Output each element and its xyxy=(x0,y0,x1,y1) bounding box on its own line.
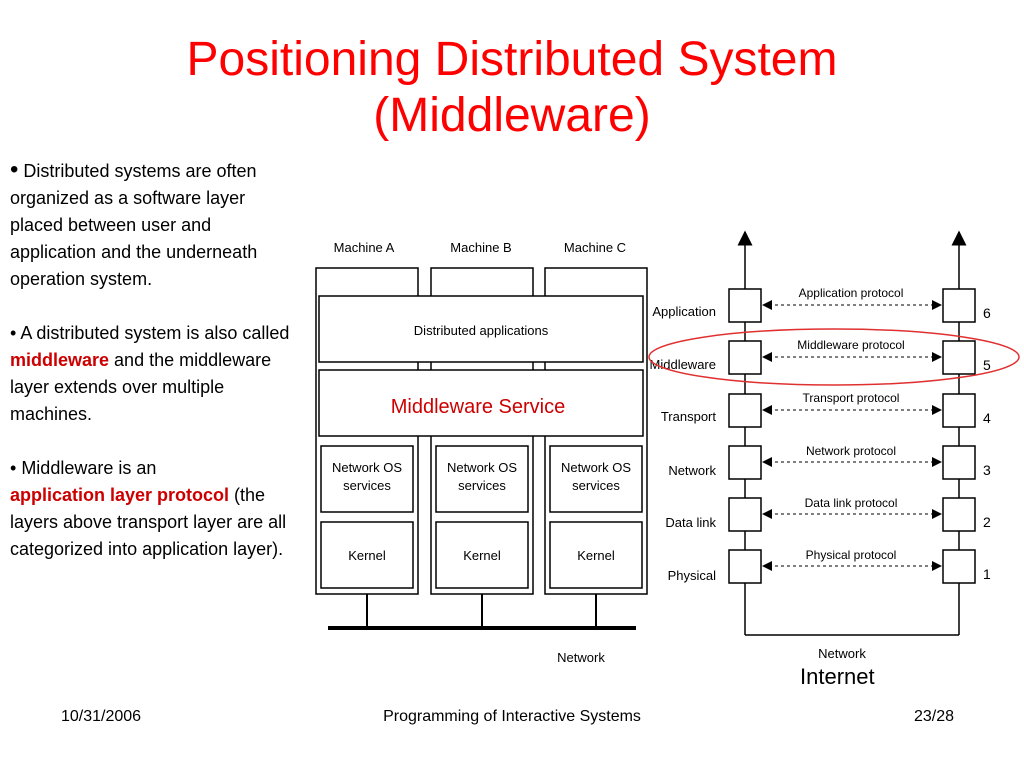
title-line-2: (Middleware) xyxy=(373,89,651,142)
layer-name-datalink: Data link xyxy=(665,515,716,530)
kernel-a-label: Kernel xyxy=(348,548,386,563)
layer-number-5: 5 xyxy=(983,357,991,373)
bullet-1-text: Distributed systems are often organized … xyxy=(10,161,258,289)
layer-box-datalink-right xyxy=(942,497,976,532)
distributed-apps-bar xyxy=(318,295,644,363)
machines-diagram: Machine A Machine B Machine C Distribute… xyxy=(315,240,648,665)
kernel-box-c xyxy=(549,521,643,589)
protocol-name-application: Application protocol xyxy=(799,286,904,300)
bullet-2-highlight: middleware xyxy=(10,350,110,370)
layer-name-network: Network xyxy=(668,463,716,478)
layer-box-application-right xyxy=(942,288,976,323)
os-services-b xyxy=(435,445,529,513)
bullet-3-highlight: application layer protocol xyxy=(10,485,230,505)
layer-name-transport: Transport xyxy=(661,409,717,424)
footer-page-number: 23/28 xyxy=(914,708,955,725)
bullet-3-post: (the layers above transport layer are al… xyxy=(10,485,287,559)
layer-name-middleware: Middleware xyxy=(650,357,716,372)
bullet-2: • A distributed system is also called mi… xyxy=(10,323,290,424)
protocol-name-datalink: Data link protocol xyxy=(805,496,898,510)
kernel-box-a xyxy=(320,521,414,589)
bullet-2-pre: A distributed system is also called xyxy=(20,323,290,343)
protocol-name-physical: Physical protocol xyxy=(806,548,897,562)
machine-a-label: Machine A xyxy=(334,240,395,255)
layer-box-application-left xyxy=(728,288,762,323)
bullet-1: • Distributed systems are often organize… xyxy=(10,156,258,289)
layer-box-network-right xyxy=(942,445,976,480)
network-label-left: Network xyxy=(557,650,605,665)
protocol-stack-diagram: Application Middleware Transport Network… xyxy=(648,230,1020,661)
bullet-list: • Distributed systems are often organize… xyxy=(10,156,300,590)
slide-title: Positioning Distributed System (Middlewa… xyxy=(0,32,1024,144)
layer-box-datalink-left xyxy=(728,497,762,532)
layer-name-application: Application xyxy=(652,304,716,319)
middleware-service-bar xyxy=(318,369,644,437)
machine-b-label: Machine B xyxy=(450,240,511,255)
internet-label: Internet xyxy=(800,664,875,689)
middleware-highlight-ellipse xyxy=(648,328,1020,386)
protocol-name-middleware: Middleware protocol xyxy=(797,338,904,352)
middleware-service-label: Middleware Service xyxy=(391,396,566,418)
layer-box-physical-right xyxy=(942,549,976,584)
kernel-box-b xyxy=(435,521,529,589)
bullet-3-pre: Middleware is an xyxy=(21,458,157,478)
layer-number-1: 1 xyxy=(983,566,991,582)
os-services-c xyxy=(549,445,643,513)
footer-date: 10/31/2006 xyxy=(61,708,142,725)
bullet-2-post: and the middleware layer extends over mu… xyxy=(10,350,272,424)
layer-box-middleware-right xyxy=(942,340,976,375)
footer-course: Programming of Interactive Systems xyxy=(383,708,641,725)
kernel-b-label: Kernel xyxy=(463,548,501,563)
kernel-c-label: Kernel xyxy=(577,548,615,563)
layer-box-transport-right xyxy=(942,393,976,428)
layer-number-3: 3 xyxy=(983,462,991,478)
machine-c-label: Machine C xyxy=(564,240,626,255)
distributed-apps-label: Distributed applications xyxy=(414,323,549,338)
layer-box-physical-left xyxy=(728,549,762,584)
layer-name-physical: Physical xyxy=(668,568,717,583)
layer-number-4: 4 xyxy=(983,410,991,426)
layer-number-6: 6 xyxy=(983,305,991,321)
os-services-a xyxy=(320,445,414,513)
title-line-1: Positioning Distributed System xyxy=(186,33,838,86)
network-label-right: Network xyxy=(818,646,866,661)
bullet-3: • Middleware is an application layer pro… xyxy=(10,458,287,559)
layer-box-middleware-left xyxy=(728,340,762,375)
protocol-name-network: Network protocol xyxy=(806,444,896,458)
layer-number-2: 2 xyxy=(983,514,991,530)
protocol-name-transport: Transport protocol xyxy=(803,391,900,405)
layer-box-transport-left xyxy=(728,393,762,428)
layer-box-network-left xyxy=(728,445,762,480)
